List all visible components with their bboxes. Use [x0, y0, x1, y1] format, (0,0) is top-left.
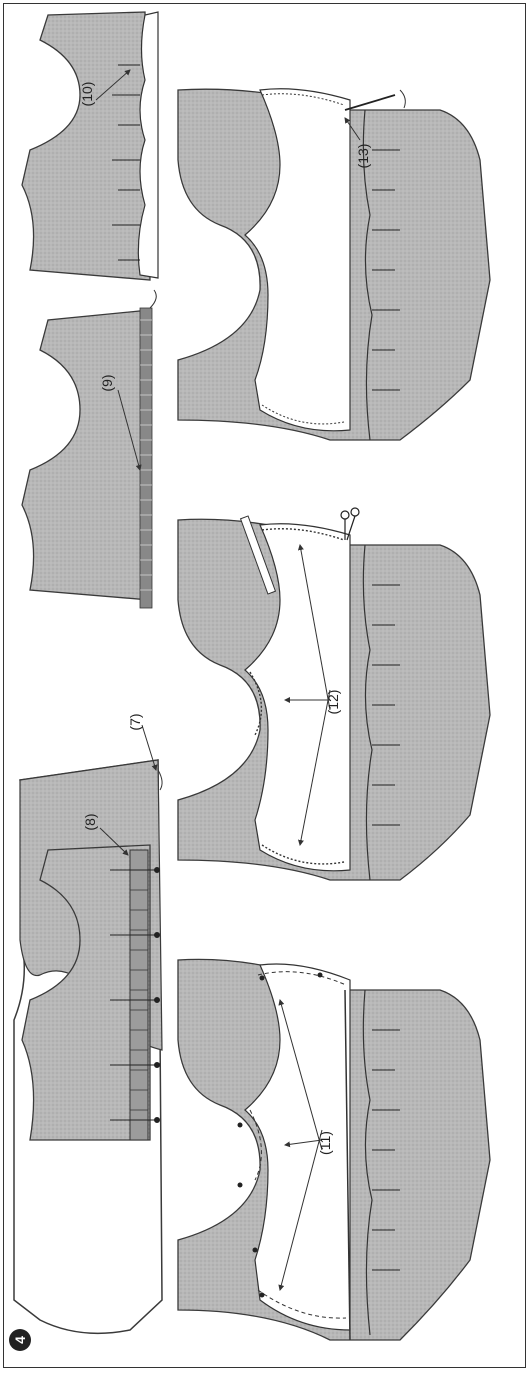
piece-9 — [22, 290, 156, 608]
step-number: 4 — [12, 1336, 28, 1344]
step-badge: 4 — [9, 1329, 31, 1351]
label-8: (8) — [82, 813, 98, 830]
label-12: (12) — [325, 690, 341, 715]
label-10: (10) — [79, 82, 95, 107]
label-9: (9) — [99, 374, 115, 391]
piece-10 — [22, 12, 158, 280]
label-11: (11) — [317, 1131, 333, 1155]
label-13: (13) — [355, 144, 371, 169]
bodice-piece-11 — [178, 959, 490, 1340]
bodice-piece-13 — [178, 89, 490, 440]
label-7: (7) — [127, 713, 143, 730]
